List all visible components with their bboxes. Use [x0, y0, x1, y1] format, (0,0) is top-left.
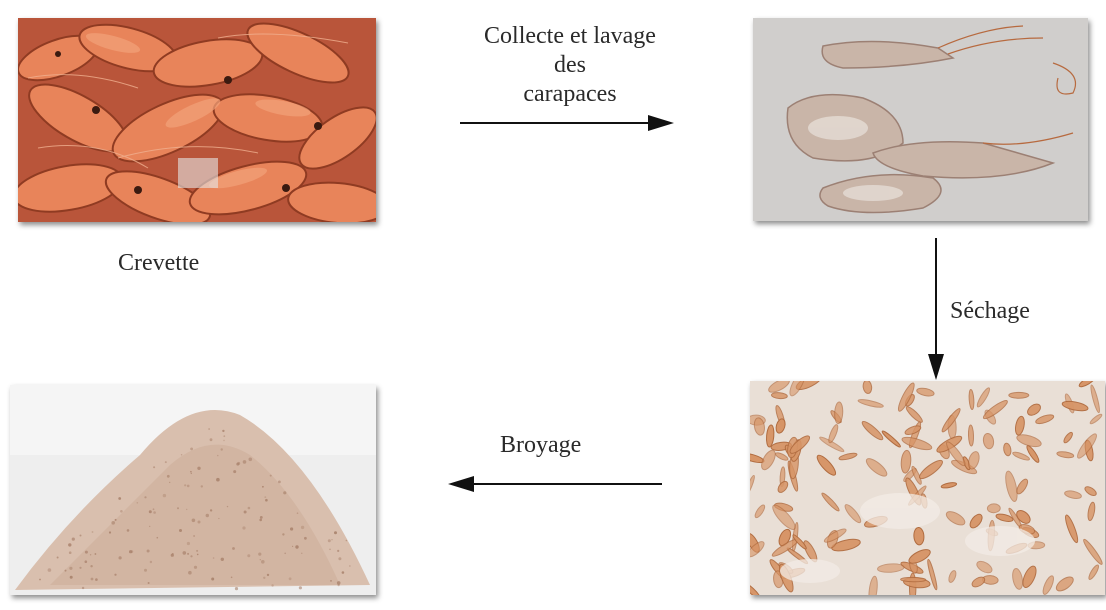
left-arrow-icon: [446, 473, 664, 495]
collect-wash-label-line3: carapaces: [420, 80, 720, 109]
shrimp-caption: Crevette: [118, 249, 199, 278]
drying-label: Séchage: [950, 297, 1030, 326]
collect-wash-label: Collecte et lavage des carapaces: [420, 22, 720, 109]
right-arrow-icon: [460, 112, 675, 134]
shell-powder-photo: [10, 385, 376, 595]
collect-wash-label-line1: Collecte et lavage: [420, 22, 720, 51]
shrimp-photo: [18, 18, 376, 222]
dried-shells-photo: [750, 381, 1105, 595]
down-arrow-icon: [924, 238, 948, 382]
grinding-label: Broyage: [500, 431, 581, 460]
collect-wash-label-line2: des: [420, 51, 720, 80]
washed-shells-photo: [753, 18, 1088, 221]
